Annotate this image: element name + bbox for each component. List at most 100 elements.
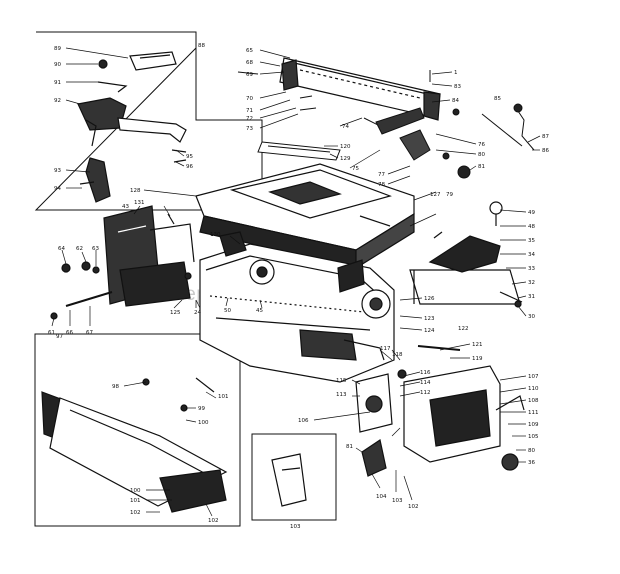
inset-frame-bottom-small: [251, 433, 337, 521]
inset-frame-bottom-left: [34, 333, 241, 527]
callout-98: 98: [112, 384, 119, 390]
callout-69: 69: [246, 72, 253, 78]
callout-115: 115: [336, 378, 347, 384]
callout-131: 131: [134, 200, 145, 206]
callout-43: 43: [122, 204, 129, 210]
callout-95: 95: [186, 154, 193, 160]
callout-84: 84: [452, 98, 459, 104]
callout-91: 91: [54, 80, 61, 86]
miter-gauge: [409, 201, 523, 308]
callout-86: 86: [542, 148, 549, 154]
callout-102c: 102: [208, 518, 219, 524]
callout-81: 81: [478, 164, 485, 170]
callout-109: 109: [528, 422, 539, 428]
callout-113: 113: [336, 392, 347, 398]
callout-49: 49: [528, 210, 535, 216]
callout-35: 35: [528, 238, 535, 244]
callout-112: 112: [420, 390, 431, 396]
callout-76: 76: [478, 142, 485, 148]
callout-114: 114: [420, 380, 431, 386]
callout-80b: 80: [528, 448, 535, 454]
callout-124: 124: [424, 328, 435, 334]
callout-80: 80: [478, 152, 485, 158]
callout-96: 96: [186, 164, 193, 170]
callout-89: 89: [54, 46, 61, 52]
callout-107: 107: [528, 374, 539, 380]
wrench-part: [271, 453, 307, 507]
callout-116: 116: [420, 370, 431, 376]
trunnion-assembly: [50, 205, 195, 320]
callout-75: 75: [352, 166, 359, 172]
callout-99: 99: [198, 406, 205, 412]
callout-106: 106: [298, 418, 309, 424]
callout-110: 110: [528, 386, 539, 392]
callout-105: 105: [528, 434, 539, 440]
callout-64: 64: [58, 246, 65, 252]
callout-125: 125: [170, 310, 181, 316]
callout-102b: 102: [130, 510, 141, 516]
callout-74: 74: [342, 124, 349, 130]
callout-30: 30: [528, 314, 535, 320]
callout-24: 24: [194, 310, 201, 316]
callout-90: 90: [54, 62, 61, 68]
callout-97: 97: [56, 334, 63, 340]
callout-100b: 100: [130, 488, 141, 494]
callout-63: 63: [92, 246, 99, 252]
callout-45: 45: [256, 308, 263, 314]
callout-labels: 89 90 91 92 88 93 94 95 96 65 68 69 70 7…: [48, 43, 549, 530]
callout-117: 117: [380, 346, 391, 352]
callout-61: 61: [48, 330, 55, 336]
callout-103b: 103: [290, 524, 301, 530]
saw-base: [199, 231, 395, 383]
callout-103: 103: [392, 498, 403, 504]
callout-129: 129: [340, 156, 351, 162]
fence-lock-assembly: [77, 51, 187, 203]
callout-72: 72: [246, 116, 253, 122]
callout-1: 1: [454, 70, 458, 76]
callout-85: 85: [494, 96, 501, 102]
fence-hardware: [237, 70, 535, 179]
callout-70: 70: [246, 96, 253, 102]
callout-67: 67: [86, 330, 93, 336]
callout-78: 78: [378, 182, 385, 188]
saw-table: [195, 163, 415, 270]
callout-121: 121: [472, 342, 483, 348]
callout-108: 108: [528, 398, 539, 404]
callout-71: 71: [246, 108, 253, 114]
callout-93: 93: [54, 168, 61, 174]
callout-66: 66: [66, 330, 73, 336]
callout-94: 94: [54, 186, 61, 192]
callout-31: 31: [528, 294, 535, 300]
callout-123: 123: [424, 316, 435, 322]
callout-62: 62: [76, 246, 83, 252]
callout-102: 102: [408, 504, 419, 510]
callout-100: 100: [198, 420, 209, 426]
callout-36: 36: [528, 460, 535, 466]
motor-guard: [343, 339, 525, 477]
callout-126: 126: [424, 296, 435, 302]
callout-73: 73: [246, 126, 253, 132]
callout-120: 120: [340, 144, 351, 150]
base-extension: [41, 377, 228, 513]
callout-34: 34: [528, 252, 535, 258]
callout-33: 33: [528, 266, 535, 272]
callout-87: 87: [542, 134, 549, 140]
callout-128: 128: [130, 188, 141, 194]
callout-68: 68: [246, 60, 253, 66]
callout-122: 122: [458, 326, 469, 332]
callout-111: 111: [528, 410, 539, 416]
callout-leader-lines: [51, 47, 541, 517]
callout-32: 32: [528, 280, 535, 286]
callout-65: 65: [246, 48, 253, 54]
callout-88: 88: [198, 43, 205, 49]
callout-118: 118: [392, 352, 403, 358]
callout-127: 127: [430, 192, 441, 198]
rip-fence: [279, 57, 441, 121]
callout-81b: 81: [346, 444, 353, 450]
callout-79: 79: [446, 192, 453, 198]
callout-104: 104: [376, 494, 387, 500]
callout-101: 101: [218, 394, 229, 400]
callout-130: 130: [210, 232, 221, 238]
